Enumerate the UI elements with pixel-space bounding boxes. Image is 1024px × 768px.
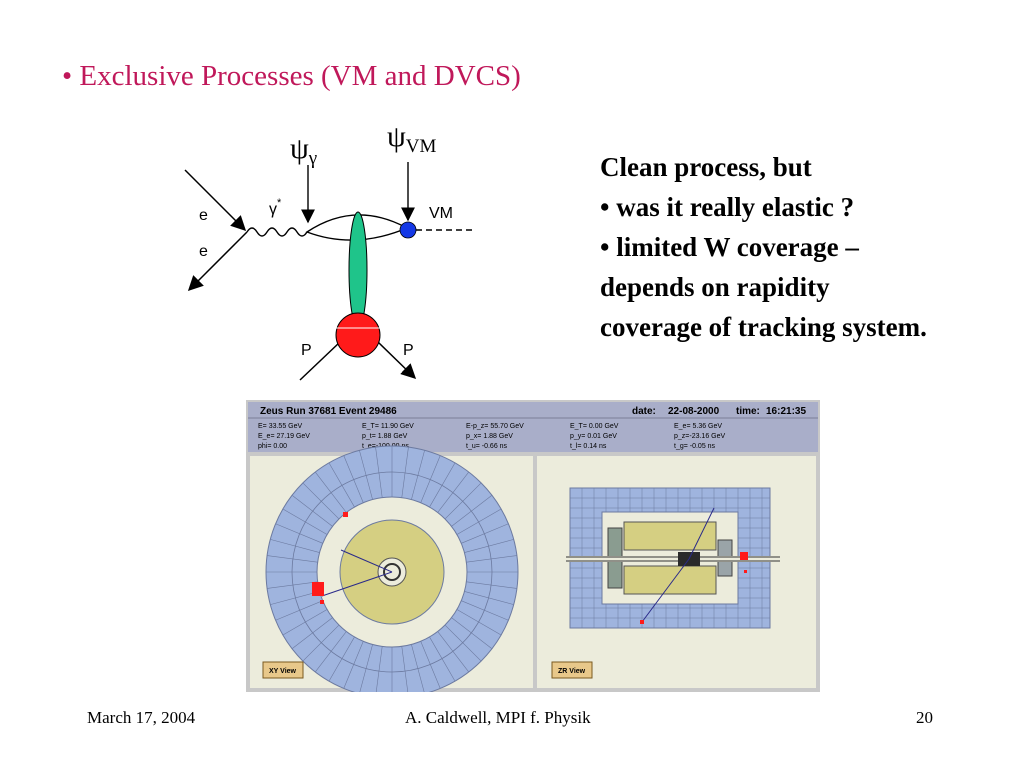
psi-vm-symbol: ψVM (387, 120, 437, 157)
stat-r3-c1: phi= 0.00 (258, 443, 287, 450)
electron-in-line (184, 169, 247, 232)
psi-vm-subscript: VM (406, 136, 437, 157)
process-diagram: ψγ ψVM e e γ* VM P P (184, 120, 475, 381)
event-run-title: Zeus Run 37681 Event 29486 (260, 406, 397, 417)
stat-r3-c4: t_l= 0.14 ns (570, 443, 607, 450)
zr-detector (566, 487, 780, 629)
photon-line (246, 227, 308, 237)
event-date-label: date: (632, 406, 656, 417)
xy-view-button[interactable] (262, 661, 304, 679)
psi-gamma-symbol: ψγ (290, 132, 317, 169)
stat-r1-c5: E_e= 5.36 GeV (674, 423, 722, 430)
stat-r1-c1: E= 33.55 GeV (258, 423, 303, 430)
vector-meson-dot (399, 221, 417, 239)
footer-date: March 17, 2004 (87, 708, 196, 727)
bullet-list: Clean process, but • was it really elast… (600, 147, 927, 347)
event-time: 16:21:35 (766, 406, 806, 417)
xy-view-button-label: XY View (269, 668, 297, 675)
zeus-event-display: Zeus Run 37681 Event 29486 date: 22-08-2… (246, 400, 820, 692)
stat-r1-c3: E-p_z= 55.70 GeV (466, 423, 524, 430)
footer-author: A. Caldwell, MPI f. Physik (405, 708, 591, 727)
proton-label-right: P (403, 342, 414, 359)
footer-page-number: 20 (916, 708, 933, 727)
proton-blob (335, 312, 381, 358)
photon-label: γ* (269, 197, 282, 218)
bullet-line-1: Clean process, but (600, 152, 812, 182)
proton-in-line (299, 341, 341, 381)
event-date: 22-08-2000 (668, 406, 720, 417)
stat-r2-c4: p_y= 0.01 GeV (570, 433, 617, 440)
xy-calorimeter (265, 445, 519, 692)
vm-label: VM (429, 205, 453, 222)
stat-r2-c5: p_z=-23.16 GeV (674, 433, 726, 440)
electron-out-line (187, 231, 248, 292)
stat-r2-c2: p_t= 1.88 GeV (362, 433, 408, 440)
proton-label-left: P (301, 342, 312, 359)
stat-r3-c3: t_u= -0.66 ns (466, 443, 508, 450)
event-header-bar (248, 402, 818, 452)
stat-r2-c1: E_e= 27.19 GeV (258, 433, 310, 440)
stat-r1-c2: E_T= 11.90 GeV (362, 423, 414, 430)
proton-out-line (377, 341, 417, 380)
slide-title: • Exclusive Processes (VM and DVCS) (62, 60, 521, 92)
exchange-ellipse (348, 211, 368, 329)
psi-gamma-subscript: γ (308, 148, 317, 169)
electron-label-bottom: e (199, 243, 208, 260)
bullet-line-2: • was it really elastic ? (600, 192, 855, 222)
stat-r3-c5: t_g= -0.05 ns (674, 443, 716, 450)
stat-r2-c3: p_x= 1.88 GeV (466, 433, 513, 440)
bullet-line-4: depends on rapidity (600, 272, 830, 302)
bullet-line-3: • limited W coverage – (600, 232, 859, 262)
event-time-label: time: (736, 406, 760, 417)
bullet-line-5: coverage of tracking system. (600, 312, 927, 342)
electron-label-top: e (199, 207, 208, 224)
zr-view-button-label: ZR View (558, 668, 586, 675)
stat-r1-c4: E_T= 0.00 GeV (570, 423, 619, 430)
zr-view-button[interactable] (551, 661, 593, 679)
